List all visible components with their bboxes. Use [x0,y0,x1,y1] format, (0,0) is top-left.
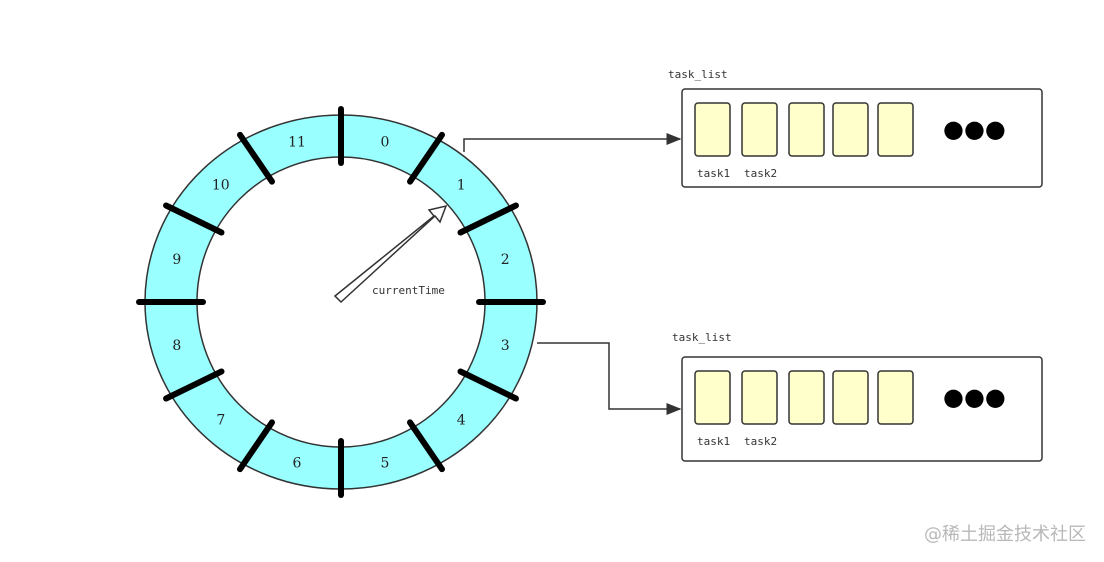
wheel-slot-label: 0 [381,135,390,151]
wheel-slot-label: 11 [288,135,306,151]
wheel-slot-label: 5 [381,455,390,471]
task-label: task1 [697,167,730,180]
wheel-divider [237,131,275,185]
pointer-arrow-icon [333,204,448,304]
task-slot [832,370,869,425]
ellipsis-icon: ●●● [943,383,1006,411]
task-label: task1 [697,435,730,448]
wheel-divider [457,368,519,402]
wheel-slot-label: 4 [457,412,466,428]
task-list-title: task_list [672,331,732,344]
wheel-slot-label: 9 [172,252,181,268]
task-slot [877,370,914,425]
task-list-1: task_list task1 task2 ●●● [668,68,1043,188]
wheel-dividers [136,106,546,498]
wheel-slot-label: 8 [172,338,181,354]
wheel-divider [237,419,275,473]
wheel-slot-label: 2 [501,252,510,268]
wheel-divider [163,202,225,236]
wheel-slot-label: 1 [457,178,466,194]
task-slot [741,102,778,157]
task-label: task2 [744,435,777,448]
task-slot [788,102,825,157]
wheel-divider [407,419,445,473]
current-time-pointer: currentTime [333,204,448,304]
task-slot [741,370,778,425]
wheel-slot-label: 6 [293,455,302,471]
wheel-slot-label: 10 [212,178,230,194]
ellipsis-icon: ●●● [943,115,1006,143]
task-slot [694,102,731,157]
task-list-title: task_list [668,68,728,81]
task-slot [788,370,825,425]
wheel-slot-labels: 0 1 2 3 4 5 6 7 8 9 10 11 [172,135,509,472]
task-slot [694,370,731,425]
watermark: @稀土掘金技术社区 [924,524,1086,545]
task-label: task2 [744,167,777,180]
timing-wheel: 0 1 2 3 4 5 6 7 8 9 10 11 [136,106,546,498]
connector-slot3-to-list2 [537,342,682,415]
wheel-slot-label: 7 [216,412,225,428]
connector-slot1-to-list1 [463,133,682,152]
wheel-divider [407,131,445,185]
pointer-label: currentTime [372,284,445,297]
task-slot [832,102,869,157]
wheel-slot-label: 3 [501,338,510,354]
wheel-divider [457,202,519,236]
task-list-2: task_list task1 task2 ●●● [672,331,1043,462]
task-slot [877,102,914,157]
wheel-divider [163,368,225,402]
